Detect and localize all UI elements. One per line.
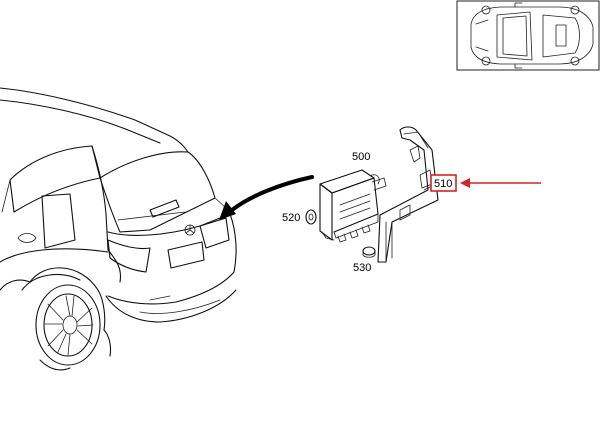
part-label-530: 530 [353, 262, 371, 274]
wheel-icon [35, 284, 101, 371]
red-arrow-icon [460, 178, 541, 188]
curved-arrow-icon [219, 175, 314, 220]
part-label-510: 510 [434, 178, 452, 190]
car-rear-view [0, 87, 237, 371]
overview-thumbnail [456, 0, 600, 71]
nut-530-icon [362, 246, 376, 258]
part-label-500: 500 [352, 151, 370, 163]
bracket [377, 126, 439, 263]
part-label-520: 520 [282, 212, 300, 224]
control-module [319, 169, 387, 243]
part-label-510-highlight: 510 [430, 174, 457, 192]
car-top-view-icon [470, 2, 594, 69]
nut-520-icon [305, 209, 317, 225]
